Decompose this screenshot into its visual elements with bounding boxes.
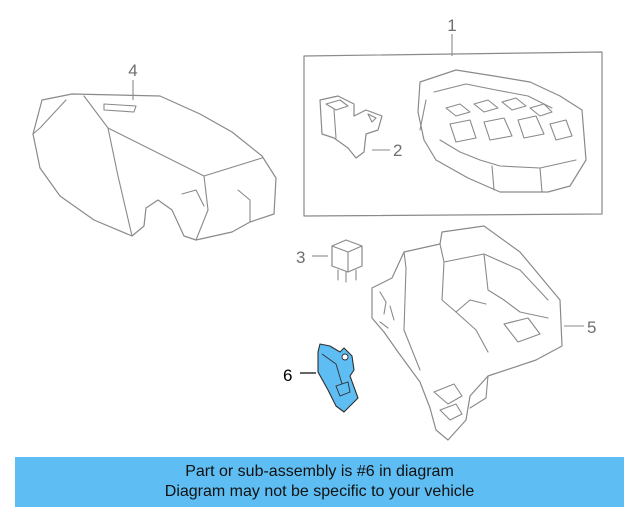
- callout-6: 6: [283, 366, 292, 385]
- part-6-bracket: [317, 343, 359, 413]
- part-2-bracket: [319, 95, 383, 159]
- part-3-relay: [331, 239, 363, 283]
- fuse-block: [417, 69, 587, 193]
- banner-line-1: Part or sub-assembly is #6 in diagram: [185, 463, 454, 480]
- part-5-housing: [371, 225, 563, 441]
- callout-3: 3: [296, 248, 305, 267]
- callout-1: 1: [447, 16, 456, 35]
- callout-5: 5: [587, 318, 596, 337]
- part-4-cover: [32, 93, 277, 241]
- callout-4: 4: [128, 61, 137, 80]
- callout-2: 2: [393, 141, 402, 160]
- banner-line-2: Diagram may not be specific to your vehi…: [164, 483, 475, 500]
- info-banner: Part or sub-assembly is #6 in diagram Di…: [15, 457, 624, 507]
